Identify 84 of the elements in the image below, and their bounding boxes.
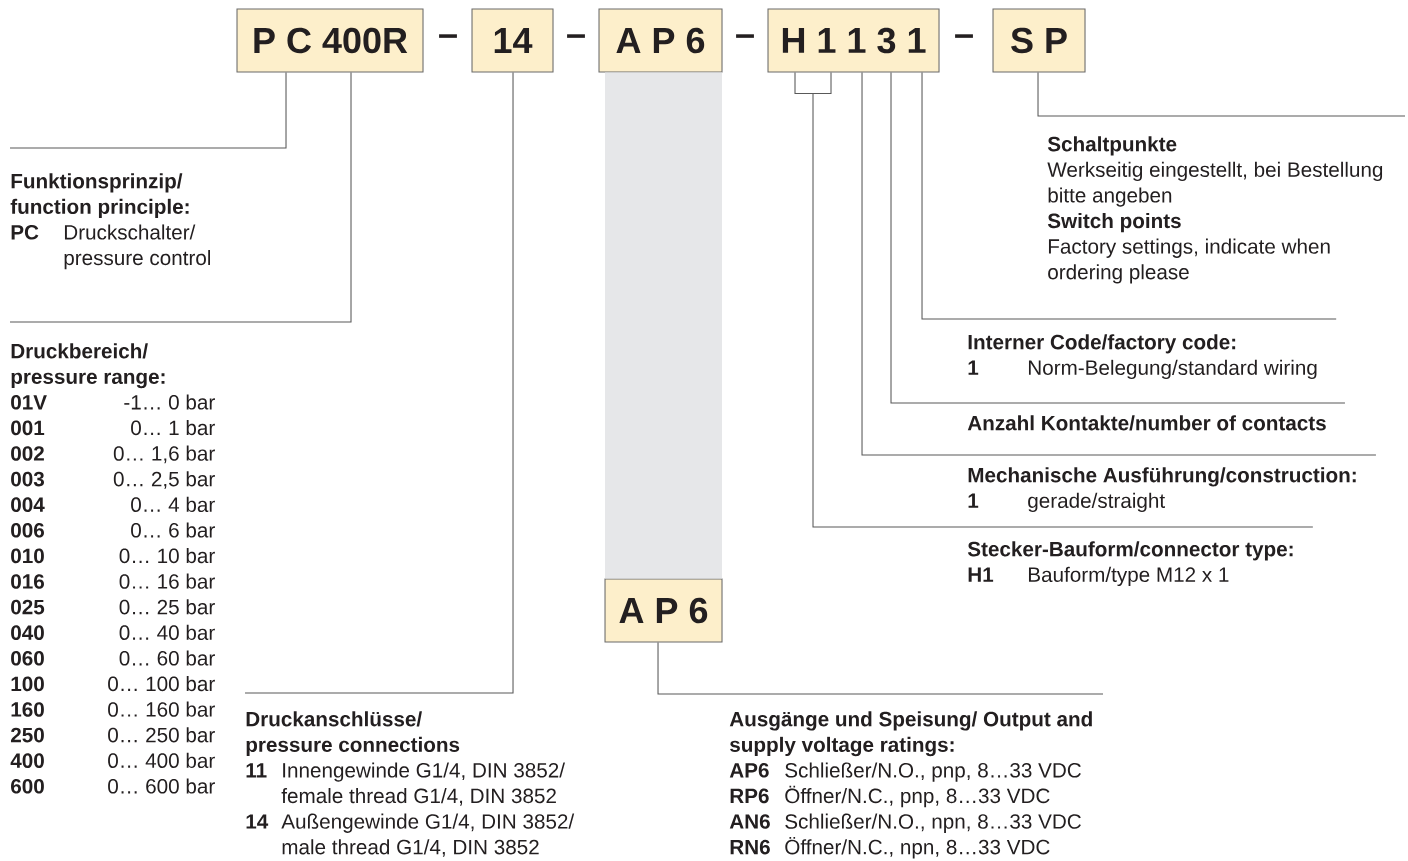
description: 0… 600 bar	[108, 778, 215, 794]
leader-line	[657, 642, 1104, 695]
code: 11	[246, 763, 267, 778]
leader-line	[244, 72, 514, 694]
code-separator: –	[567, 34, 585, 38]
description: Factory settings, indicate when ordering please	[1048, 238, 1330, 284]
leader-line	[1037, 72, 1406, 117]
description: 0… 60 bar	[119, 650, 215, 666]
code: 002	[11, 446, 44, 461]
leader-line	[9, 72, 352, 323]
description: Außengewinde G1/4, DIN 3852/ male thread G1/4, DIN 3852	[281, 813, 575, 857]
leader-line	[9, 72, 287, 149]
description: Innengewinde G1/4, DIN 3852/ female thread G1/4, DIN 3852	[281, 762, 565, 806]
heading: Stecker-Bauform/connector type:	[967, 541, 1293, 561]
band	[605, 72, 722, 579]
description: 0… 160 bar	[108, 701, 215, 717]
heading: Druckanschlüsse/ pressure connections	[246, 711, 460, 757]
code: AN6	[729, 814, 770, 829]
heading: Schaltpunkte	[1047, 136, 1177, 156]
heading: Anzahl Kontakte/number of contacts	[967, 415, 1326, 431]
leader-line	[890, 72, 1346, 404]
heading: Interner Code/factory code:	[968, 334, 1236, 354]
description: 0… 4 bar	[131, 496, 215, 512]
code: 1	[968, 493, 979, 508]
description: 0… 1 bar	[131, 420, 215, 436]
code-separator: –	[955, 34, 973, 38]
leader-line	[921, 72, 1337, 320]
code: 040	[11, 625, 44, 640]
code: 250	[11, 727, 44, 743]
code: H1	[968, 567, 994, 582]
heading: Switch points	[1047, 213, 1181, 233]
description: 0… 6 bar	[131, 522, 215, 538]
heading: Ausgänge und Speisung/ Output and supply voltage ratings:	[729, 711, 1092, 757]
code-box: A P 6	[604, 578, 723, 643]
code: RP6	[730, 788, 769, 804]
description: 0… 400 bar	[108, 752, 215, 768]
code: PC	[11, 224, 39, 240]
code: 025	[11, 599, 45, 615]
code-box: H 1 1 3 1	[767, 8, 940, 73]
description: 0… 10 bar	[119, 548, 215, 564]
description: 0… 40 bar	[119, 624, 215, 640]
heading: Druckbereich/ pressure range:	[11, 343, 165, 389]
code: 006	[11, 522, 44, 538]
code: 001	[11, 420, 45, 436]
code: 160	[11, 702, 44, 717]
heading: Funktionsprinzip/ function principle:	[10, 173, 189, 219]
description: 0… 16 bar	[119, 573, 215, 589]
code: AP6	[729, 762, 769, 778]
code-separator: –	[736, 34, 754, 38]
leader-line	[794, 72, 1314, 528]
code: 01V	[11, 394, 47, 410]
code-box: S P	[992, 8, 1086, 73]
code: 016	[11, 574, 44, 589]
description: 0… 2,5 bar	[113, 471, 215, 489]
code: 100	[11, 676, 44, 692]
description: Öffner/N.C., pnp, 8…33 VDC	[785, 785, 1050, 808]
code: 14	[246, 814, 269, 829]
description: 0… 100 bar	[108, 676, 215, 692]
code-box: P C 400R	[236, 8, 424, 73]
description: Norm-Belegung/standard wiring	[1028, 359, 1317, 380]
code-box: 14	[471, 8, 554, 73]
description: Werkseitig eingestellt, bei Bestellung bitte angeben	[1047, 161, 1383, 207]
code: 010	[11, 548, 44, 564]
code: RN6	[730, 839, 770, 855]
code-separator: –	[439, 34, 457, 38]
description: Druckschalter/ pressure control	[64, 224, 210, 270]
code: 003	[11, 471, 44, 487]
description: Öffner/N.C., npn, 8…33 VDC	[785, 836, 1050, 859]
code-box: A P 6	[598, 8, 723, 73]
description: gerade/straight	[1028, 492, 1165, 513]
heading: Mechanische Ausführung/construction:	[968, 467, 1356, 487]
description: 0… 1,6 bar	[113, 445, 215, 464]
description: -1… 0 bar	[124, 394, 215, 410]
code: 004	[11, 497, 45, 512]
code: 400	[10, 753, 44, 768]
description: 0… 25 bar	[119, 599, 215, 615]
code: 600	[11, 778, 44, 794]
description: Schließer/N.O., pnp, 8…33 VDC	[785, 762, 1081, 782]
leader-line	[861, 72, 1377, 456]
description: Schließer/N.O., npn, 8…33 VDC	[785, 813, 1081, 833]
description: 0… 250 bar	[108, 727, 215, 743]
description: Bauform/type M12 x 1	[1028, 566, 1229, 587]
code: 060	[11, 650, 44, 666]
code: 1	[968, 360, 979, 375]
